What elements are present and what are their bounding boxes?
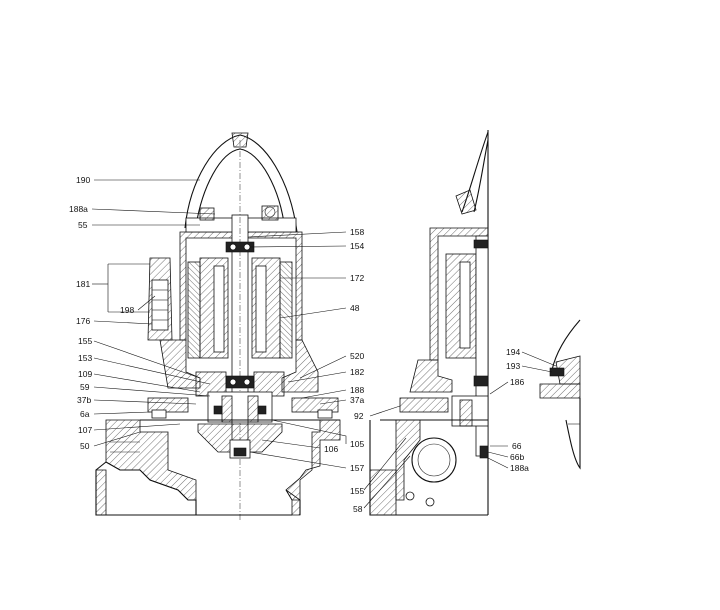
part-number-labels: 190 188a 55 181 198 176 155 153 109 59 3…	[69, 175, 529, 514]
label-37b: 37b	[77, 395, 91, 405]
label-48: 48	[350, 303, 360, 313]
label-58: 58	[353, 504, 363, 514]
label-37a: 37a	[350, 395, 364, 405]
left-section-view	[95, 132, 341, 520]
leader-lines	[91, 179, 557, 509]
label-181: 181	[76, 279, 90, 289]
label-155-side: 155	[350, 486, 364, 496]
label-157: 157	[350, 463, 364, 473]
label-153: 153	[78, 353, 92, 363]
label-158: 158	[350, 227, 364, 237]
label-66b: 66b	[510, 452, 524, 462]
side-section-view	[369, 130, 489, 516]
label-66: 66	[512, 441, 522, 451]
label-193: 193	[506, 361, 520, 371]
label-188a: 188a	[69, 204, 88, 214]
label-155: 155	[78, 336, 92, 346]
label-190: 190	[76, 175, 90, 185]
label-188a-side: 188a	[510, 463, 529, 473]
label-154: 154	[350, 241, 364, 251]
partial-detail-view	[539, 319, 581, 470]
label-109: 109	[78, 369, 92, 379]
label-198: 198	[120, 305, 134, 315]
label-50: 50	[80, 441, 90, 451]
label-194: 194	[506, 347, 520, 357]
label-176: 176	[76, 316, 90, 326]
label-6a: 6a	[80, 409, 90, 419]
label-186: 186	[510, 377, 524, 387]
label-106: 106	[324, 444, 338, 454]
label-188: 188	[350, 385, 364, 395]
label-105: 105	[350, 439, 364, 449]
label-107: 107	[78, 425, 92, 435]
label-59: 59	[80, 382, 90, 392]
label-55: 55	[78, 220, 88, 230]
label-520: 520	[350, 351, 364, 361]
label-172: 172	[350, 273, 364, 283]
label-92: 92	[354, 411, 364, 421]
label-182: 182	[350, 367, 364, 377]
